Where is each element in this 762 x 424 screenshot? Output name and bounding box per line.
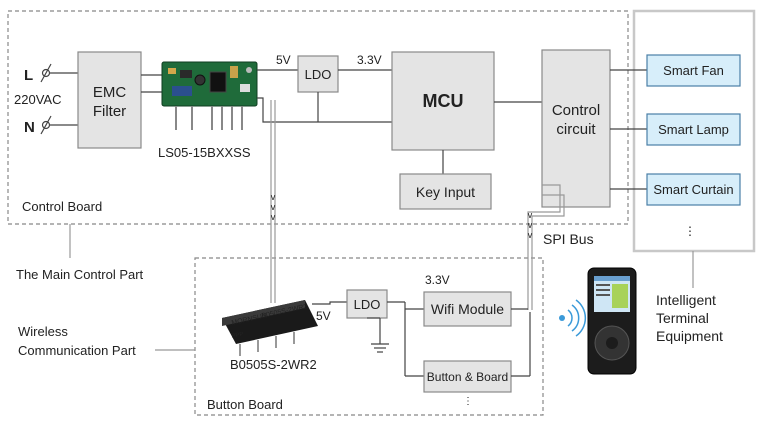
volt-33-top-label: 3.3V <box>357 53 382 67</box>
smart-fan-block <box>646 54 741 87</box>
key-input-label: Key Input <box>416 184 475 200</box>
ls05-module-image <box>161 61 258 130</box>
svg-text:v: v <box>271 202 276 212</box>
control-circuit-label-2: circuit <box>556 121 596 138</box>
svg-text:v: v <box>271 192 276 202</box>
smart-lamp-block <box>646 113 741 146</box>
smart-fan-label: Smart Fan <box>663 63 724 78</box>
ls05-module-label: LS05-15BXXSS <box>158 145 251 160</box>
smart-curtain-label: Smart Curtain <box>653 182 733 197</box>
volt-5v-bottom-label: 5V <box>316 309 331 323</box>
wireless-label-2: Communication Part <box>18 343 136 358</box>
terminal-n-symbol <box>40 115 52 135</box>
mcu-label: MCU <box>423 91 464 111</box>
ldo-bottom-label: LDO <box>354 297 381 312</box>
ldo-top-label: LDO <box>305 67 332 82</box>
voltage-ac-label: 220VAC <box>14 92 61 107</box>
mcu-block <box>391 51 495 151</box>
key-input-block <box>399 173 492 210</box>
smart-lamp-label: Smart Lamp <box>658 122 729 137</box>
emc-filter-block <box>77 51 142 149</box>
b0505s-module-label: B0505S-2WR2 <box>230 357 317 372</box>
button-board-border <box>194 257 544 416</box>
volt-5v-top-label: 5V <box>276 53 291 67</box>
ldo-bottom-block <box>346 289 388 319</box>
more-items-dots-bottom: ⋮ <box>463 396 473 407</box>
button-board-label: Button Board <box>207 397 283 412</box>
terminal-l-symbol <box>40 63 52 83</box>
button-board-block-label: Button & Board <box>427 370 508 384</box>
more-items-dots-top: ⋮ <box>684 224 696 238</box>
spi-bus-lines: v v v <box>527 184 565 310</box>
emc-filter-label-2: Filter <box>93 103 126 120</box>
control-board-border <box>7 10 629 225</box>
smart-curtain-block <box>646 173 741 206</box>
svg-text:v: v <box>528 230 533 240</box>
ldo-top-block <box>297 55 339 93</box>
main-control-part-label: The Main Control Part <box>16 267 144 282</box>
terminal-n-label: N <box>24 119 35 136</box>
control-circuit-label-1: Control <box>552 102 600 119</box>
svg-text:v: v <box>528 210 533 220</box>
spi-bus-label: SPI Bus <box>543 231 594 247</box>
wireless-label-1: Wireless <box>18 324 68 339</box>
terminal-equipment-border <box>632 9 756 253</box>
wifi-module-label: Wifi Module <box>431 301 504 317</box>
media-player-icon <box>587 267 637 375</box>
terminal-l-label: L <box>24 67 33 84</box>
intelligent-label-2: Terminal <box>656 310 709 326</box>
emc-filter-label-1: EMC <box>93 84 127 101</box>
wireless-signal-icon <box>559 299 587 337</box>
button-board-block <box>423 360 512 393</box>
power-link-lines: v v v <box>270 100 276 303</box>
intelligent-label-1: Intelligent <box>656 292 716 308</box>
control-board-label: Control Board <box>22 199 102 214</box>
chip-side-marking: PPP <box>231 332 244 340</box>
intelligent-label-3: Equipment <box>656 328 723 344</box>
wifi-module-block <box>423 291 512 327</box>
volt-33-bottom-label: 3.3V <box>425 273 450 287</box>
ground-symbol <box>367 317 389 353</box>
svg-text:v: v <box>271 212 276 222</box>
b0505s-module-image: MORNSUN B0505S-2WR2 PPP <box>222 300 318 356</box>
svg-text:v: v <box>528 220 533 230</box>
